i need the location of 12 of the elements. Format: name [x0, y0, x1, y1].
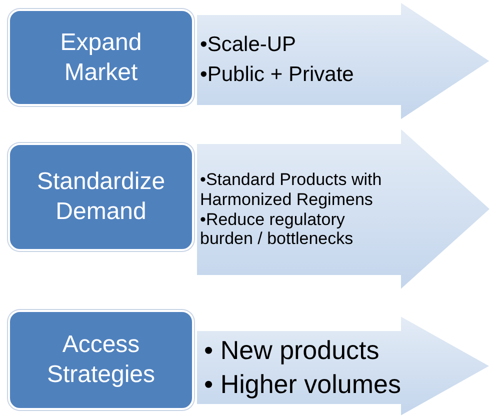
- rounded-box: [8, 9, 194, 106]
- bullet-item: •Public + Private: [200, 62, 355, 88]
- box-label: Expand Market: [59, 28, 143, 88]
- rounded-box: [8, 310, 194, 410]
- bullet-item: • Higher volumes: [204, 368, 402, 400]
- box-label: Standardize Demand: [36, 167, 166, 227]
- bullet-item: •Scale-UP: [200, 32, 298, 58]
- bullet-item: •Standard Products with Harmonized Regimens: [200, 170, 383, 210]
- rounded-box: [8, 143, 194, 251]
- bullet-item: • New products: [204, 334, 380, 367]
- box-label: Access Strategies: [46, 330, 156, 390]
- bullet-item: •Reduce regulatory burden / bottlenecks: [200, 210, 354, 249]
